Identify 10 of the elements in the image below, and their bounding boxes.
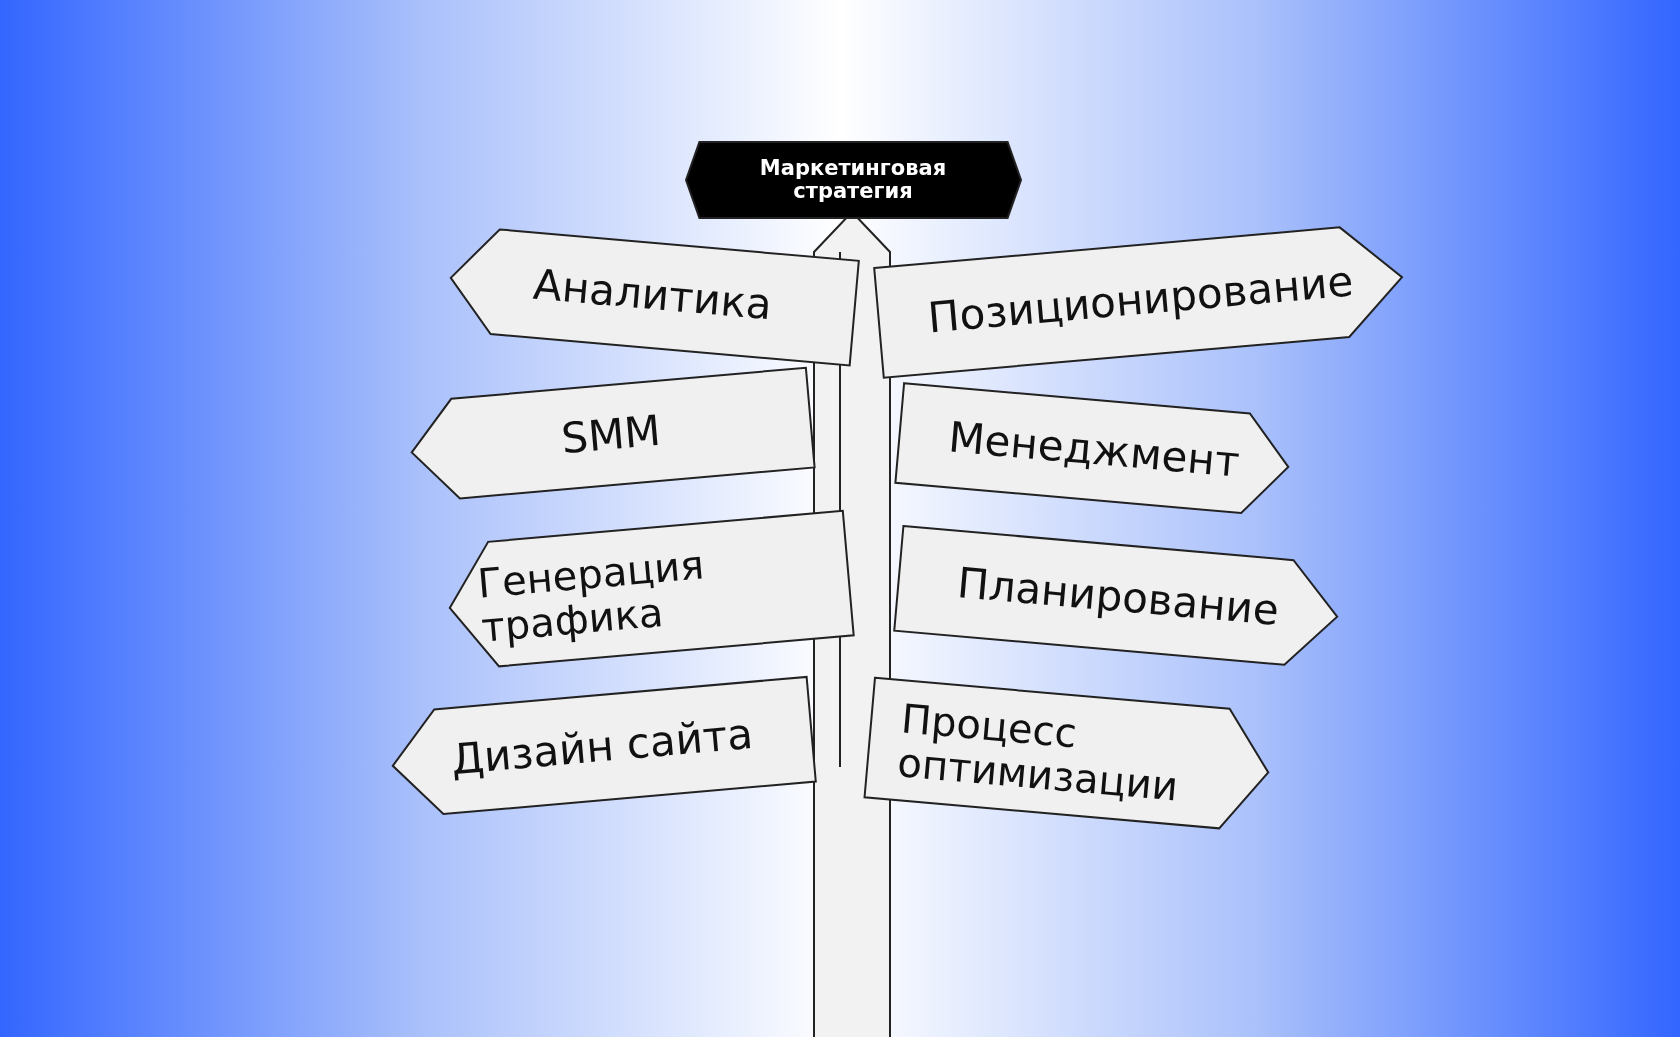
- sign-label: Маркетинговая стратегия: [758, 156, 948, 204]
- sign-label: Планирование: [955, 559, 1281, 635]
- title-sign: [685, 142, 1021, 218]
- sign-label: Генерация трафика: [475, 539, 707, 649]
- sign-label: SMM: [559, 407, 663, 463]
- sign-label: Процесс оптимизации: [895, 696, 1181, 812]
- sign-label: Менеджмент: [946, 414, 1242, 486]
- sign-label: Аналитика: [530, 261, 774, 329]
- sign-label: Позиционирование: [925, 258, 1355, 342]
- sign-label: Дизайн сайта: [449, 710, 755, 784]
